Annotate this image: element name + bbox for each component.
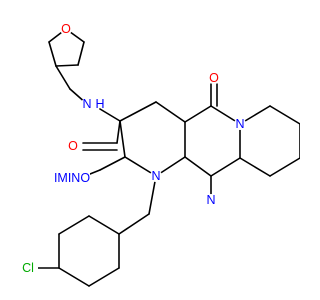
bond xyxy=(124,156,157,177)
bond xyxy=(119,120,126,158)
bond xyxy=(269,157,300,177)
bonds xyxy=(34,28,300,287)
amide-oxygen: O xyxy=(68,139,78,153)
ring-nitrogen-top: N xyxy=(235,117,244,131)
bond xyxy=(99,156,126,171)
bond xyxy=(55,64,79,67)
bond xyxy=(210,157,241,177)
ring-n-mid-label: N xyxy=(150,169,162,183)
ring-oxygen-label: O xyxy=(60,22,72,36)
chlorine-label: Cl xyxy=(18,261,38,275)
ring-nitrogen-bottom: N xyxy=(206,193,215,207)
ring-n-bottom-label: N xyxy=(205,193,217,207)
bond xyxy=(269,105,300,125)
bond xyxy=(184,105,212,123)
bond xyxy=(99,108,121,122)
bond xyxy=(118,213,150,235)
bond xyxy=(88,267,120,287)
bond xyxy=(116,120,121,144)
bond xyxy=(58,267,90,287)
bond xyxy=(77,41,85,66)
ring-n-top-label: N xyxy=(234,117,246,131)
bond xyxy=(148,175,157,215)
ketone-oxygen-label: O xyxy=(208,71,220,85)
chlorine: Cl xyxy=(22,261,34,275)
bond xyxy=(55,65,71,90)
molecule-structure: O N H O O N N xyxy=(18,22,300,287)
amide-hydrogen: H xyxy=(95,97,104,111)
imino-label-group: IMINO xyxy=(54,171,90,185)
bond xyxy=(88,215,120,235)
amide-nitrogen: N xyxy=(82,97,91,111)
molecule-structure-canvas: O N H O O N N xyxy=(18,22,300,287)
bond xyxy=(155,101,186,123)
imino-label: IMINO xyxy=(54,171,90,185)
ring-oxygen: O xyxy=(61,22,71,36)
ketone-oxygen: O xyxy=(209,71,219,85)
bond xyxy=(184,156,212,177)
bond xyxy=(48,41,57,67)
bond xyxy=(119,101,157,122)
amide-nh-label: N H xyxy=(81,97,105,111)
ring-nitrogen-middle: N xyxy=(151,169,160,183)
atom-labels: O N H O O N N xyxy=(18,22,246,275)
bond xyxy=(239,157,271,177)
bond xyxy=(58,215,90,235)
amide-oxygen-label: O xyxy=(67,139,79,153)
